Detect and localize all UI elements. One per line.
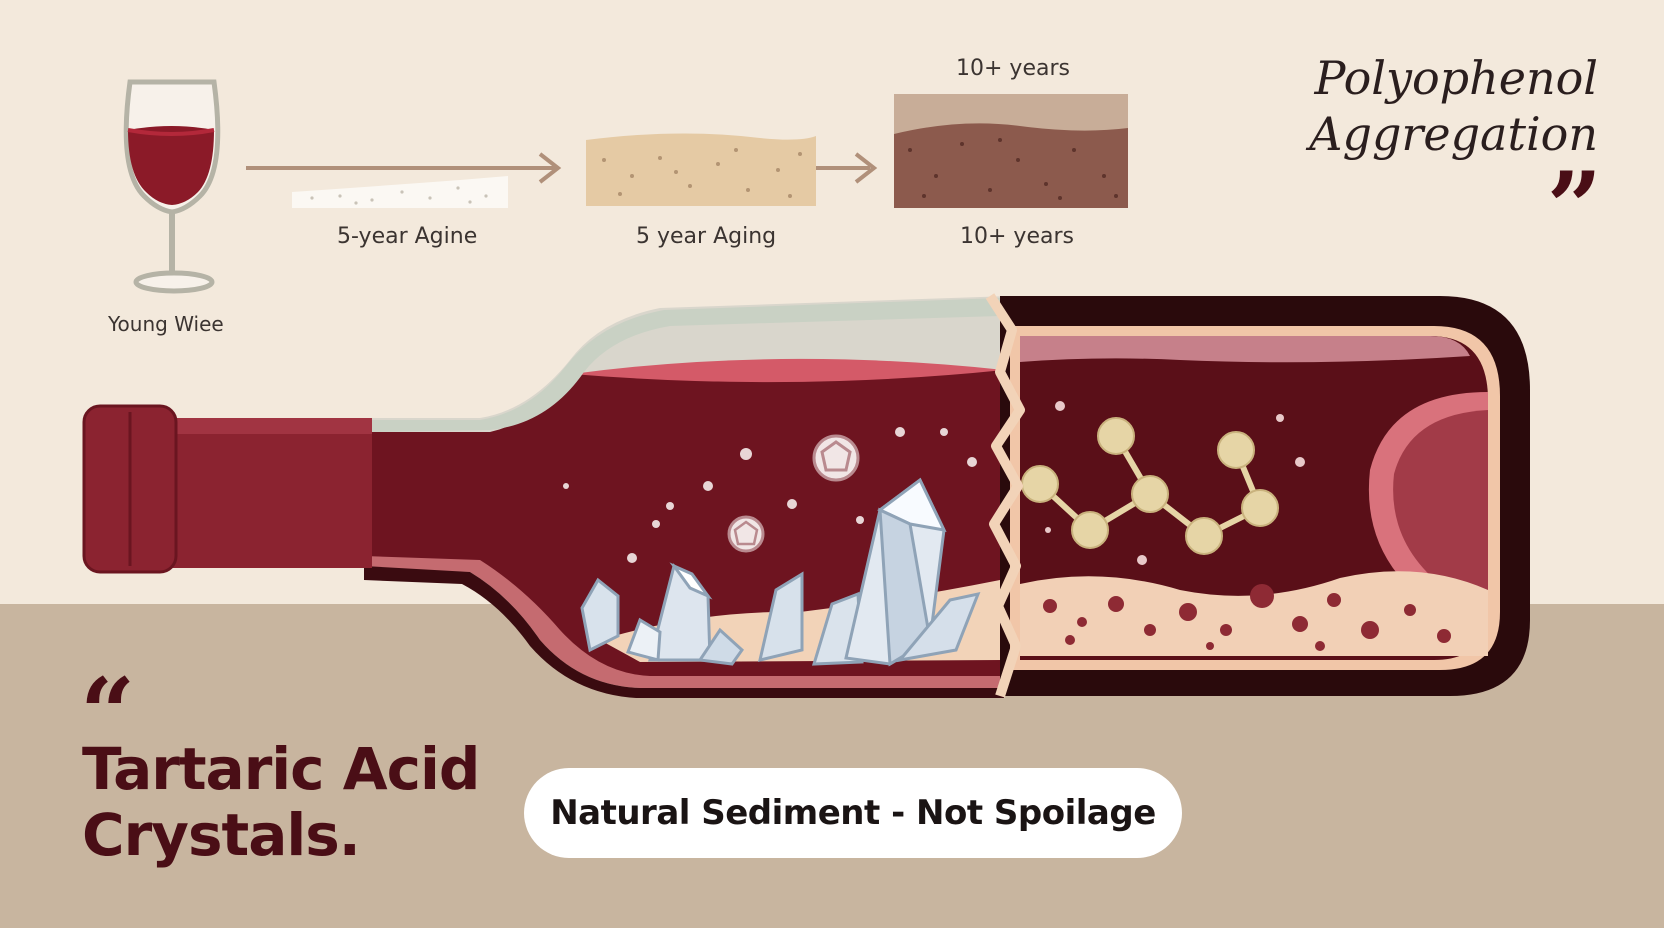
polyphenol-title: Polyophenol Aggregation <box>1309 50 1598 162</box>
young-wine-label: Young Wiee <box>108 312 224 336</box>
tartaric-title-line2: Crystals. <box>82 801 361 869</box>
stage2-label: 5 year Aging <box>636 224 777 249</box>
natural-sediment-badge: Natural Sediment - Not Spoilage <box>524 768 1182 858</box>
polyphenol-title-line2: Aggregation <box>1309 107 1598 161</box>
timeline-arrow-1 <box>246 152 562 184</box>
crystal-sphere-icon-small <box>727 515 765 553</box>
stage1-label: 5-year Agine <box>337 224 478 249</box>
sediment-stage-2 <box>586 133 816 206</box>
wine-glass-icon <box>123 79 221 294</box>
sediment-stage-3 <box>894 94 1128 208</box>
tartaric-title-line1: Tartaric Acid <box>82 735 480 803</box>
stage3-top-label: 10+ years <box>956 56 1070 81</box>
stage3-bottom-label: 10+ years <box>960 224 1074 249</box>
tartaric-title: Tartaric Acid Crystals. <box>82 735 480 869</box>
polyphenol-title-line1: Polyophenol <box>1314 51 1598 105</box>
open-quote-icon: “ <box>80 657 136 770</box>
sediment-stage-1 <box>292 176 508 208</box>
timeline-arrow-2 <box>816 152 878 184</box>
tartaric-crystals <box>580 477 981 667</box>
close-quote-icon: ” <box>1546 151 1602 264</box>
floating-particles <box>563 427 977 563</box>
crystal-sphere-icon <box>812 434 860 482</box>
magnified-cross-section <box>985 293 1530 698</box>
